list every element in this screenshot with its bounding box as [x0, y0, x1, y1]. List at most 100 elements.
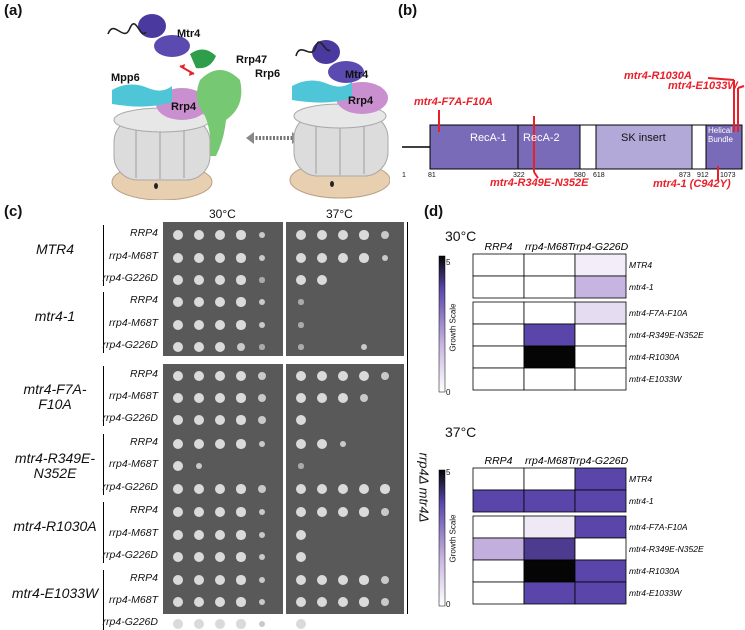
- group-label: mtr4-F7A-F10A: [23, 381, 87, 412]
- colony-spot: [172, 229, 184, 241]
- group-bracket: [103, 502, 104, 563]
- heatmap-column-label: rrp4-M68T: [525, 455, 576, 467]
- heatmap-30-scale-label: Growth Scale: [448, 303, 458, 352]
- colony-spot: [258, 416, 266, 424]
- panel-label-a: (a): [4, 2, 23, 19]
- rrp6-label: Rrp6: [255, 68, 281, 80]
- colony-spot: [259, 277, 265, 283]
- domain-helical-bundle: Helical Bundle: [708, 126, 733, 144]
- colony-spot: [172, 296, 184, 308]
- colony-spot: [236, 552, 246, 562]
- heatmap-column-label: RRP4: [484, 241, 512, 253]
- strain-label: rrp4-M68T: [108, 390, 158, 402]
- colony-spot: [295, 229, 307, 241]
- strain-label: rrp4-G226D: [102, 481, 158, 493]
- heatmap-row-label: mtr4-E1033W: [629, 588, 682, 598]
- mutation-mtr4-1: mtr4-1 (C942Y): [653, 178, 731, 190]
- colony-spot: [236, 297, 246, 307]
- colony-spot: [193, 596, 205, 608]
- heatmap-cell: [574, 489, 627, 513]
- heatmap-row-label: mtr4-R1030A: [629, 566, 680, 576]
- heatmap-cell: [472, 515, 525, 539]
- colony-spot: [214, 414, 226, 426]
- strain-label: RRP4: [129, 368, 158, 380]
- mpp6-label: Mpp6: [111, 72, 140, 84]
- colony-spot: [193, 370, 205, 382]
- colony-spot: [258, 485, 266, 493]
- colony-spot: [214, 574, 226, 586]
- colony-spot: [295, 596, 307, 608]
- group-label: mtr4-E1033W: [11, 585, 99, 601]
- colony-spot: [172, 274, 184, 286]
- colony-spot: [381, 254, 389, 262]
- position-322: 322: [513, 172, 525, 179]
- colony-spot: [172, 460, 184, 472]
- colony-spot: [214, 274, 226, 286]
- colony-spot: [258, 508, 266, 516]
- mtr4-domain-diagram: [398, 20, 745, 200]
- position-618: 618: [593, 172, 605, 179]
- domain-reca2: RecA-2: [523, 132, 560, 144]
- colony-spot: [172, 438, 184, 450]
- heatmap-column-label: rrp4-G226D: [573, 455, 629, 467]
- heatmap-cell: [574, 345, 627, 369]
- colony-spot: [236, 253, 246, 263]
- colony-spot: [172, 574, 184, 586]
- colony-spot: [214, 319, 226, 331]
- heatmap-column-label: rrp4-G226D: [573, 241, 629, 253]
- colony-spot: [337, 574, 349, 586]
- colony-spot: [172, 392, 184, 404]
- rrp4-label-left: Rrp4: [171, 101, 197, 113]
- colony-spot: [193, 341, 205, 353]
- colony-spot: [359, 253, 369, 263]
- colony-spot: [214, 252, 226, 264]
- heatmap-cell: [523, 559, 576, 583]
- colony-spot: [358, 483, 370, 495]
- strain-label: rrp4-M68T: [108, 250, 158, 262]
- colony-spot: [295, 618, 307, 630]
- colony-spot: [193, 392, 205, 404]
- panel-label-c: (c): [4, 203, 23, 220]
- heatmap-row-label: mtr4-F7A-F10A: [629, 308, 688, 318]
- colony-spot: [237, 343, 245, 351]
- colony-spot: [214, 551, 226, 563]
- temp-30-header: 30°C: [209, 207, 236, 221]
- colony-spot: [259, 344, 265, 350]
- heatmap-column-label: RRP4: [484, 455, 512, 467]
- colony-spot: [172, 341, 184, 353]
- heatmap-cell: [574, 581, 627, 605]
- colony-spot: [193, 483, 205, 495]
- heatmap-cell: [574, 515, 627, 539]
- mtr4-label-right: Mtr4: [345, 69, 369, 81]
- domain-bar: [402, 77, 745, 180]
- colorbar: [438, 469, 446, 607]
- colony-spot: [295, 506, 307, 518]
- colony-spot: [359, 597, 369, 607]
- heatmap-cell: [472, 275, 525, 299]
- colony-spot: [236, 530, 246, 540]
- exosome-schematic: [100, 10, 391, 201]
- colony-spot: [258, 372, 266, 380]
- colony-spot: [258, 576, 266, 584]
- colony-spot: [258, 531, 266, 539]
- colony-spot: [236, 597, 246, 607]
- side-bracket: [407, 222, 408, 614]
- strain-label: rrp4-M68T: [108, 458, 158, 470]
- colony-spot: [360, 394, 368, 402]
- colony-spot: [339, 440, 347, 448]
- colony-spot: [316, 370, 328, 382]
- position-580: 580: [574, 172, 586, 179]
- colony-spot: [172, 529, 184, 541]
- colony-spot: [193, 252, 205, 264]
- colony-spot: [193, 574, 205, 586]
- heatmap-37-title: 37°C: [445, 424, 477, 440]
- heatmap-row-label: mtr4-1: [629, 282, 654, 292]
- group-bracket: [103, 225, 104, 286]
- heatmap-row-label: mtr4-F7A-F10A: [629, 522, 688, 532]
- colony-spot: [337, 506, 349, 518]
- colony-spot: [193, 229, 205, 241]
- colony-spot: [295, 274, 307, 286]
- colony-spot: [316, 229, 328, 241]
- group-label: mtr4-R349E-N352E: [14, 449, 96, 481]
